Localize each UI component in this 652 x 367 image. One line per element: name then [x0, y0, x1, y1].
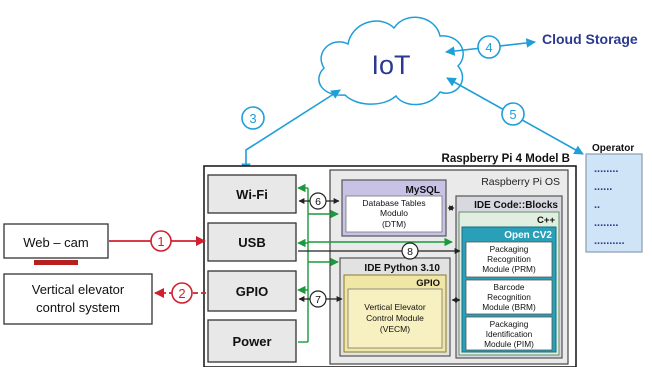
- brm-line-2: Recognition: [487, 292, 531, 302]
- pim-line-2: Identification: [486, 329, 533, 339]
- svg-text:2: 2: [178, 286, 185, 301]
- marker-2: 2: [171, 282, 193, 304]
- port-gpio: GPIO: [207, 270, 297, 312]
- svg-text:5: 5: [509, 107, 516, 122]
- link-3-iot-wifi: [241, 89, 341, 173]
- port-power: Power: [207, 319, 297, 363]
- operator-row-3: ..: [594, 199, 600, 211]
- operator-terminal: ........ ...... .. ........ ..........: [585, 153, 643, 253]
- svg-text:6: 6: [315, 196, 321, 208]
- codeblocks-ide-block: IDE Code::Blocks C++ Open CV2 Packaging …: [455, 195, 563, 359]
- marker-5: 5: [501, 102, 525, 126]
- brm-line-1: Barcode: [494, 282, 525, 292]
- operator-row-2: ......: [594, 181, 612, 193]
- marker-1: 1: [150, 230, 172, 252]
- port-usb-label: USB: [238, 235, 265, 250]
- prm-line-2: Recognition: [487, 254, 531, 264]
- webcam-label: Web – cam: [23, 235, 89, 250]
- mysql-block: MySQL Database Tables Modulo (DTM): [341, 179, 447, 237]
- marker-8: 8: [401, 242, 419, 260]
- elevator-control-box: Vertical elevator control system: [3, 273, 153, 325]
- vecm-line-3: (VECM): [380, 324, 410, 334]
- pim-line-3: Module (PIM): [484, 339, 534, 349]
- svg-text:3: 3: [249, 111, 256, 126]
- prm-module: [465, 241, 553, 278]
- board-title: Raspberry Pi 4 Model B: [442, 153, 570, 165]
- brm-module: [465, 279, 553, 315]
- pim-module: [465, 316, 553, 351]
- port-usb: USB: [207, 222, 297, 262]
- mysql-title: MySQL: [406, 185, 440, 196]
- cpp-label: C++: [537, 215, 555, 226]
- marker-6: 6: [309, 192, 327, 210]
- operator-row-5: ..........: [594, 235, 625, 247]
- elevator-line-1: Vertical elevator: [32, 282, 125, 297]
- power-bus: [297, 183, 453, 343]
- port-wifi: Wi-Fi: [207, 174, 297, 214]
- webcam-box: Web – cam: [3, 223, 109, 265]
- dtm-line-3: (DTM): [382, 219, 406, 229]
- webcam-base: [34, 260, 78, 265]
- python-title: IDE Python 3.10: [364, 263, 440, 274]
- os-title: Raspberry Pi OS: [481, 176, 560, 188]
- port-power-label: Power: [232, 334, 271, 349]
- marker-4: 4: [477, 35, 501, 59]
- dtm-line-1: Database Tables: [362, 198, 425, 208]
- operator-row-4: ........: [594, 217, 618, 229]
- dtm-line-2: Modulo: [380, 208, 408, 218]
- iot-label: IoT: [371, 50, 410, 80]
- svg-text:4: 4: [485, 40, 492, 55]
- svg-text:8: 8: [407, 246, 413, 258]
- brm-line-3: Module (BRM): [482, 302, 536, 312]
- operator-label: Operator: [592, 143, 634, 154]
- operator-row-1: ........: [594, 163, 618, 175]
- elevator-line-2: control system: [36, 300, 120, 315]
- cloud-storage-label: Cloud Storage: [542, 31, 638, 47]
- python-ide-block: IDE Python 3.10 GPIO Vertical Elevator C…: [339, 257, 451, 357]
- marker-3: 3: [241, 106, 265, 130]
- prm-line-1: Packaging: [490, 244, 529, 254]
- svg-text:7: 7: [315, 294, 321, 306]
- port-wifi-label: Wi-Fi: [236, 187, 268, 202]
- codeblocks-title: IDE Code::Blocks: [474, 200, 558, 211]
- svg-text:1: 1: [157, 234, 164, 249]
- opencv-label: Open CV2: [504, 230, 552, 241]
- vecm-line-1: Vertical Elevator: [364, 302, 426, 312]
- marker-7: 7: [309, 290, 327, 308]
- iot-cloud: IoT: [318, 16, 464, 106]
- prm-line-3: Module (PRM): [482, 264, 536, 274]
- port-gpio-label: GPIO: [236, 284, 269, 299]
- pim-line-1: Packaging: [490, 319, 529, 329]
- python-gpio-label: GPIO: [416, 278, 440, 289]
- vecm-line-2: Control Module: [366, 313, 424, 323]
